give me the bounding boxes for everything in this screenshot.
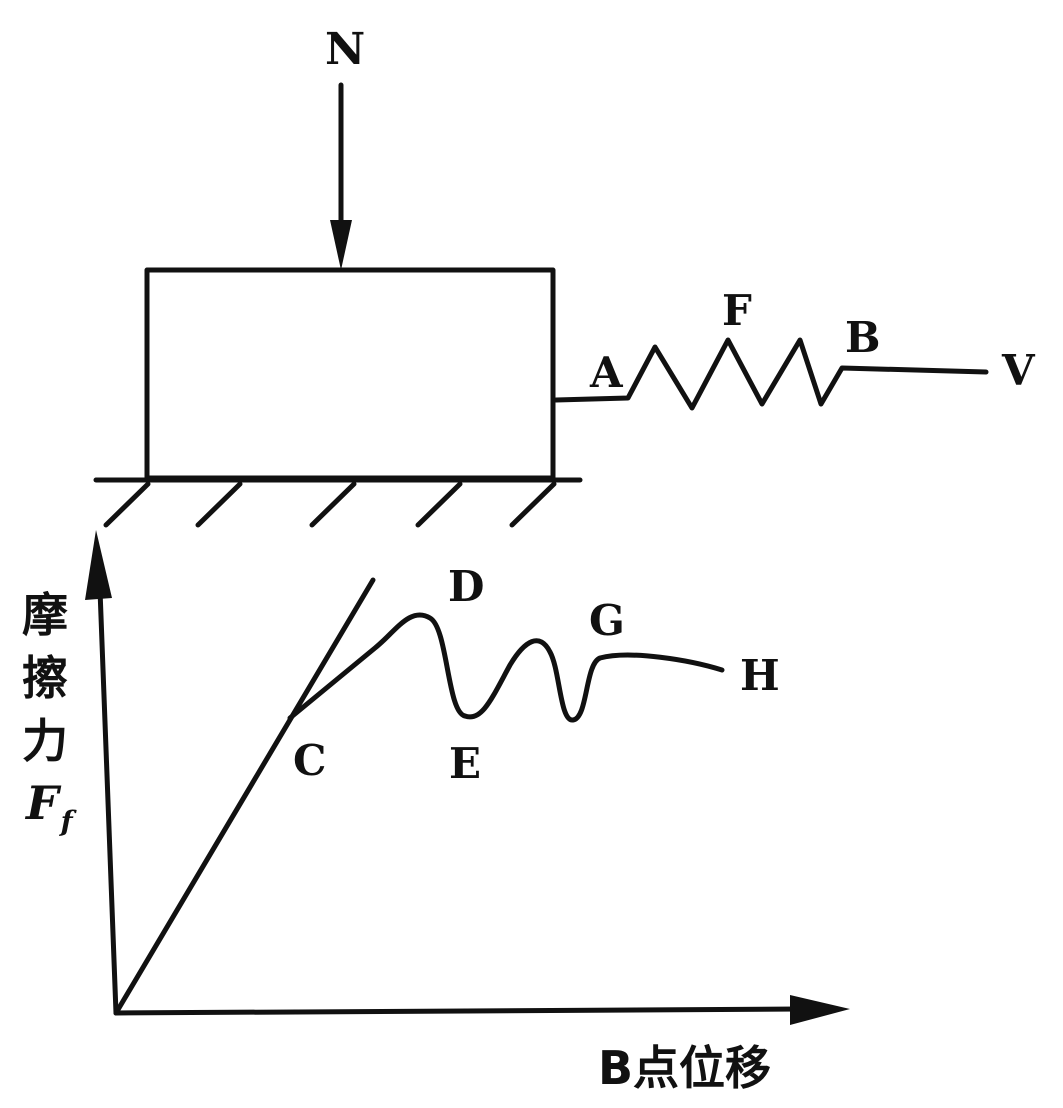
x-axis-arrow-head	[790, 995, 850, 1025]
point-b-label: B	[845, 313, 881, 362]
ground-hatching	[103, 481, 557, 528]
y-axis-label-char-1: 摩	[22, 588, 68, 642]
y-axis-symbol-subscript: f	[60, 805, 73, 838]
x-axis-line	[113, 1006, 803, 1016]
y-axis-label-char-2: 擦	[22, 651, 68, 705]
point-h-label: H	[740, 651, 780, 700]
y-axis-line	[97, 587, 119, 1016]
y-axis-label-char-3: 力	[22, 714, 68, 768]
y-axis-symbol: Ff	[26, 780, 73, 836]
velocity-label: V	[1002, 346, 1035, 395]
spring	[553, 337, 989, 411]
y-axis-arrow-head	[85, 530, 112, 600]
normal-force-arrow-head	[330, 220, 352, 270]
spring-force-label: F	[722, 286, 752, 335]
normal-force-label: N	[325, 24, 366, 75]
point-a-label: A	[590, 348, 623, 397]
friction-curve	[287, 612, 725, 723]
point-e-label: E	[449, 739, 482, 788]
elastic-stage-line	[113, 577, 376, 1016]
y-axis-symbol-main: F	[26, 776, 59, 830]
sliding-block	[144, 267, 556, 481]
point-d-label: D	[448, 562, 485, 611]
point-g-label: G	[589, 596, 625, 645]
x-axis-label: B点位移	[598, 1041, 772, 1095]
point-c-label: C	[293, 736, 327, 785]
